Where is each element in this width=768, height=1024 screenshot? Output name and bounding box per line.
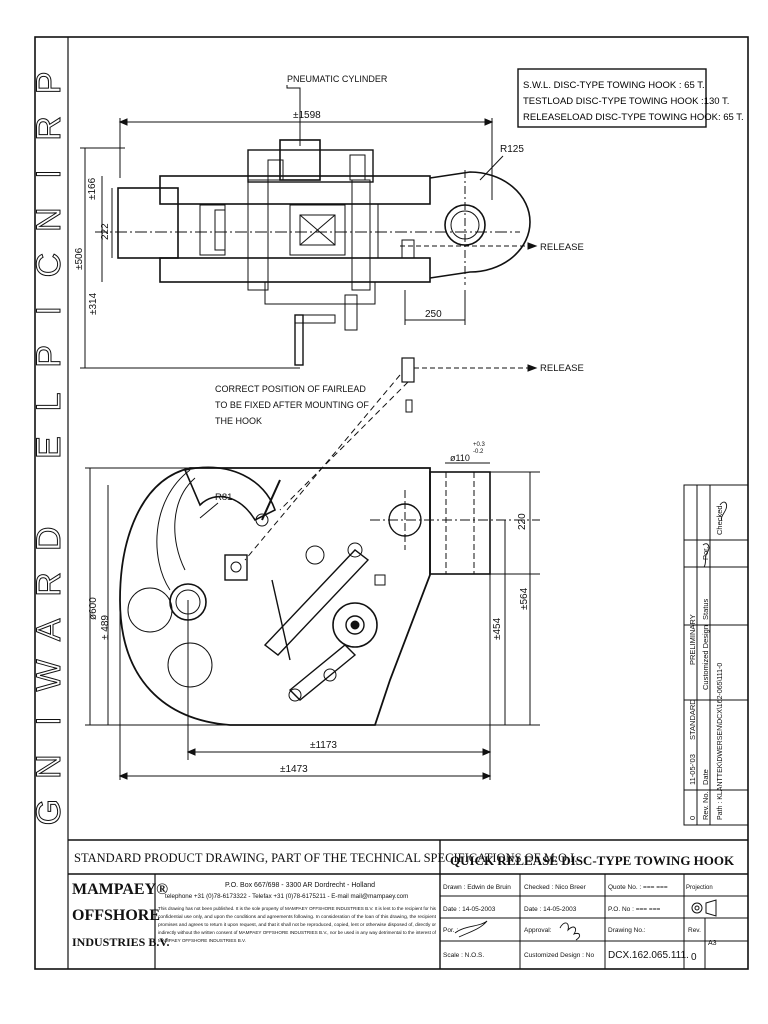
spec-box (517, 68, 707, 128)
watermark-letter: P (30, 71, 68, 94)
quote-no: Quote No. : === === (608, 884, 668, 891)
watermark-letter: C (30, 253, 68, 278)
tol-lower: -0.2 (473, 449, 484, 455)
rev-checked: Checked (715, 505, 724, 535)
dim-564: ±564 (519, 587, 530, 610)
projection-label: Projection (686, 885, 713, 891)
disclaimer-line: This drawing has not been published. It … (158, 906, 437, 911)
customized-field: Customized Design : No (524, 952, 594, 959)
rev-no-label: Rev. No. (701, 791, 710, 820)
title-block-frame (68, 839, 748, 969)
release-label-2: RELEASE (540, 363, 584, 374)
disclaimer: This drawing has not been published. It … (158, 906, 437, 943)
watermark-letter: R (30, 116, 68, 141)
watermark-letter: I (30, 306, 68, 315)
rev-value: 0 (688, 816, 697, 820)
rev-customized: Customized Design (701, 625, 710, 690)
watermark-letter: N (30, 754, 68, 779)
side-view: ø110 +0.3 -0.2 (85, 442, 540, 780)
watermark-letter: I (30, 716, 68, 725)
rev-path: Path : KLANTTEK\DWERSEN\DCX\162-065\111-… (717, 663, 724, 820)
watermark-letter: G (30, 799, 68, 825)
watermark-letter: I (30, 169, 68, 178)
company-line-1: MAMPAEY® (72, 881, 168, 898)
dim-222: 222 (100, 223, 111, 240)
top-view: PNEUMATIC CYLINDER ±1598 R125 (74, 74, 584, 369)
sheet-size: A3 (708, 940, 717, 947)
spec-line-3: RELEASELOAD DISC-TYPE TOWING HOOK: 65 T. (523, 112, 744, 123)
rev-date-label: Date (701, 769, 710, 785)
drawn-by: Drawn : Edwin de Bruin (443, 884, 511, 891)
watermark-letter: N (30, 207, 68, 232)
drawing-title: QUICK RELEASE DISC-TYPE TOWING HOOK (450, 853, 735, 868)
dim-506: ±506 (74, 247, 85, 270)
disclaimer-line: promises and agrees to return it upon re… (158, 922, 436, 927)
po-no: P.O. No : === === (608, 906, 660, 913)
tol-upper: +0.3 (473, 442, 486, 448)
spec-line-1: S.W.L. DISC-TYPE TOWING HOOK : 65 T. (523, 80, 705, 91)
rev-status: PRELIMINARY (688, 614, 697, 665)
scale-field: Scale : N.O.S. (443, 952, 484, 959)
title-header: STANDARD PRODUCT DRAWING, PART OF THE TE… (74, 851, 577, 865)
por-field: Por. : (443, 927, 458, 934)
dim-1173: ±1173 (310, 740, 337, 751)
watermark-letter: P (30, 345, 68, 368)
dim-489: ± 489 (100, 615, 111, 640)
revision-table: 0 11-05-'03 STANDARD PRELIMINARY Rev. No… (683, 484, 749, 826)
drawing-number: DCX.162.065.111. (608, 950, 689, 961)
approval-field: Approval: (524, 927, 552, 934)
watermark-letter: E (30, 436, 68, 459)
dim-314: ±314 (88, 292, 99, 315)
disclaimer-line: confidential use only, and upon the cond… (158, 914, 437, 919)
dim-r81: R81 (215, 492, 232, 503)
company-phone: telephone +31 (0)78-6173322 - Telefax +3… (165, 893, 408, 900)
rev-desc: STANDARD (688, 699, 697, 740)
company-line-3: INDUSTRIES B.V. (72, 935, 169, 949)
fairlead-note-3: THE HOOK (215, 416, 262, 426)
dim-r125: R125 (500, 144, 524, 155)
company-address: P.O. Box 667/698 - 3300 AR Dordrecht - H… (225, 882, 375, 889)
dim-1473: ±1473 (280, 764, 308, 775)
dim-600: ø600 (88, 597, 99, 620)
dim-250: 250 (425, 309, 442, 320)
drawing-no-label: Drawing No.: (608, 927, 646, 934)
rev-date: 11-05-'03 (688, 754, 697, 785)
watermark-letter: A (30, 618, 68, 641)
fairlead-note-2: TO BE FIXED AFTER MOUNTING OF (215, 400, 369, 410)
rev-label: Rev. (688, 927, 701, 934)
company-line-2: OFFSHORE (72, 907, 160, 924)
dim-110: ø110 (450, 453, 470, 463)
fairlead-note-1: CORRECT POSITION OF FAIRLEAD (215, 384, 366, 394)
rev-status-label: Status (701, 598, 710, 620)
watermark-letter: W (30, 659, 68, 691)
dim-166: ±166 (87, 177, 98, 200)
release-label-1: RELEASE (540, 242, 584, 253)
watermark-letter: D (30, 526, 68, 551)
disclaimer-line: MAMPAEY OFFSHORE INDUSTRIES B.V. (158, 938, 246, 943)
fairlead-detail: RELEASE CORRECT POSITION OF FAIRLEAD TO … (215, 357, 584, 561)
pneumatic-cylinder-label: PNEUMATIC CYLINDER (287, 74, 388, 84)
drawn-date: Date : 14-05-2003 (443, 906, 496, 913)
dim-220: 220 (517, 513, 528, 530)
checked-date: Date : 14-05-2003 (524, 906, 577, 913)
dim-454: ±454 (492, 617, 503, 640)
rev-number: 0 (691, 952, 697, 963)
rev-por: Por. (701, 547, 710, 560)
watermark-letter: L (30, 392, 68, 411)
sheet-border (34, 36, 749, 970)
spec-line-2: TESTLOAD DISC-TYPE TOWING HOOK :130 T. (523, 96, 729, 107)
dim-1598: ±1598 (293, 110, 321, 121)
watermark-letter: R (30, 572, 68, 597)
checked-by: Checked : Nico Breer (524, 884, 587, 891)
disclaimer-line: indirectly without the written consent o… (158, 930, 437, 935)
